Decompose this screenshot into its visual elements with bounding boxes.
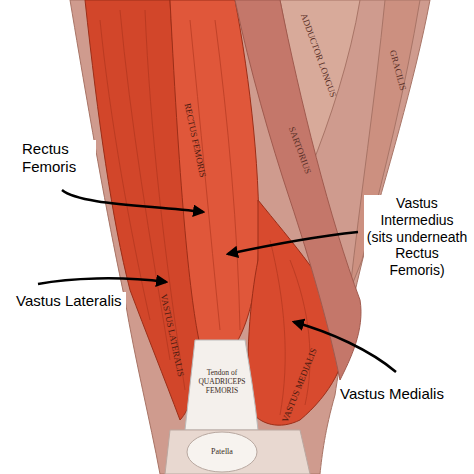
rectus-femoris-muscle (170, 0, 259, 345)
leader-arrow (62, 190, 203, 212)
knee-region (165, 430, 310, 474)
quadriceps-tendon (185, 340, 258, 430)
leader-arrows (38, 190, 396, 372)
muscle-callout-label: Rectus Femoris (20, 140, 96, 176)
muscle-callout-label: Vastus Lateralis (14, 292, 126, 310)
leader-arrow (38, 278, 166, 284)
tendon-label: Tendon of QUADRICEPS FEMORIS (195, 368, 249, 395)
bone-label: Patella (211, 447, 233, 457)
muscle-callout-label: Vastus Intermedius (sits underneath Rect… (364, 195, 470, 279)
leader-arrow (228, 232, 358, 254)
patella-bone (187, 432, 257, 472)
muscle-callout-label: Vastus Medialis (338, 385, 458, 403)
